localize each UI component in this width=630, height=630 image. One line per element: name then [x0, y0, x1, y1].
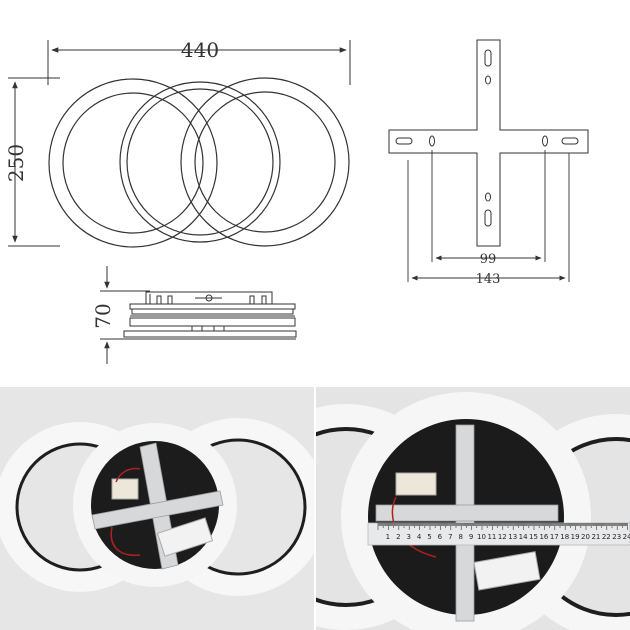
ruler-number: 2 [396, 533, 400, 541]
ruler-number: 5 [427, 533, 431, 541]
photo-assembled-fixture [0, 387, 314, 630]
ruler-number: 19 [571, 533, 580, 541]
ruler-number: 24 [623, 533, 630, 541]
ruler-number: 10 [477, 533, 486, 541]
side-view [123, 291, 297, 340]
ruler-number: 18 [560, 533, 569, 541]
ruler-number: 14 [519, 533, 528, 541]
depth-label: 70 [91, 303, 115, 328]
ruler-number: 9 [469, 533, 473, 541]
ruler-number: 3 [406, 533, 410, 541]
ruler-number: 1 [386, 533, 390, 541]
ruler-number: 22 [602, 533, 611, 541]
ruler-number: 12 [498, 533, 507, 541]
front-view-rings [48, 77, 350, 248]
bracket-inner-label: 99 [480, 252, 497, 267]
bracket-outer-label: 143 [476, 272, 501, 287]
technical-drawing: 440 250 70 [4, 38, 589, 364]
ruler-number: 16 [539, 533, 548, 541]
bracket-dimensions [407, 150, 570, 282]
ruler-number: 7 [448, 533, 452, 541]
ruler-number: 4 [417, 533, 422, 541]
ruler-number: 11 [487, 533, 496, 541]
ruler-number: 21 [591, 533, 600, 541]
width-label: 440 [181, 38, 219, 62]
ruler-number: 6 [438, 533, 443, 541]
ruler-number: 15 [529, 533, 538, 541]
ruler-number: 13 [508, 533, 517, 541]
ruler-number: 20 [581, 533, 590, 541]
ruler-number: 23 [612, 533, 621, 541]
depth-dimension [100, 266, 150, 364]
mounting-bracket [388, 39, 589, 247]
height-label: 250 [4, 144, 28, 182]
ruler-number: 17 [550, 533, 559, 541]
height-dimension [8, 77, 60, 247]
ruler-number: 8 [458, 533, 462, 541]
